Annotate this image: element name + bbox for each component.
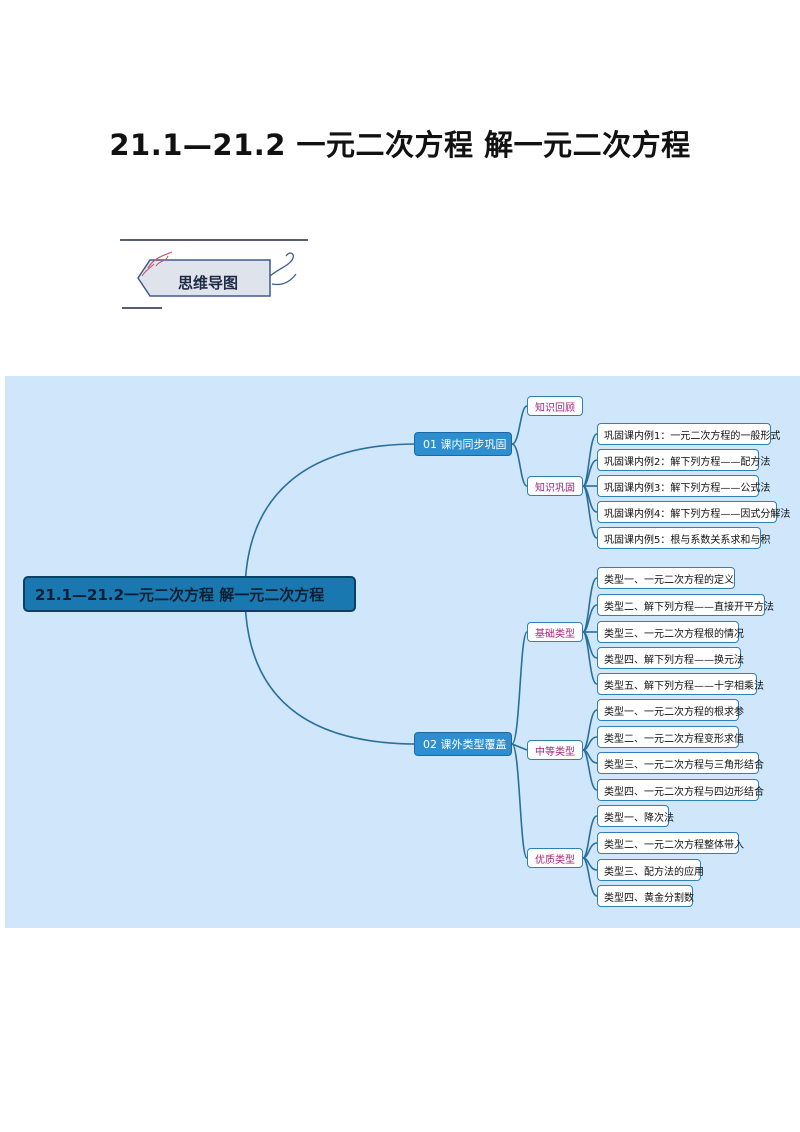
category-medium-types: 中等类型 — [527, 740, 583, 760]
consolidation-item: 巩固课内例2：解下列方程——配方法 — [597, 449, 770, 471]
consolidation-item: 巩固课内例4：解下列方程——因式分解法 — [597, 501, 790, 523]
category-knowledge-consolidation: 知识巩固 — [527, 476, 583, 496]
medium-type-item: 类型二、一元二次方程变形求值 — [597, 726, 744, 748]
consolidation-item: 巩固课内例5：根与系数关系求和与积 — [597, 527, 770, 549]
category-basic-types: 基础类型 — [527, 622, 583, 642]
advanced-type-item: 类型四、黄金分割数 — [597, 885, 694, 907]
page-title: 21.1—21.2 一元二次方程 解一元二次方程 — [109, 128, 691, 162]
medium-type-item: 类型四、一元二次方程与四边形结合 — [597, 779, 764, 801]
category-advanced-types: 优质类型 — [527, 848, 583, 868]
branch-extracurricular-types: 02 课外类型覆盖 — [414, 732, 512, 756]
mind-map-banner — [120, 239, 308, 309]
medium-type-item: 类型一、一元二次方程的根求参 — [597, 699, 744, 721]
basic-type-item: 类型五、解下列方程——十字相乘法 — [597, 673, 764, 695]
basic-type-item: 类型四、解下列方程——换元法 — [597, 647, 744, 669]
advanced-type-item: 类型三、配方法的应用 — [597, 859, 704, 881]
mind-map-badge-label: 思维导图 — [178, 274, 239, 292]
basic-type-item: 类型一、一元二次方程的定义 — [597, 567, 735, 589]
basic-type-item: 类型二、解下列方程——直接开平方法 — [597, 594, 774, 616]
advanced-type-item: 类型一、降次法 — [597, 805, 674, 827]
advanced-type-item: 类型二、一元二次方程整体带入 — [597, 832, 744, 854]
consolidation-item: 巩固课内例1：一元二次方程的一般形式 — [597, 423, 780, 445]
basic-type-item: 类型三、一元二次方程根的情况 — [597, 621, 744, 643]
medium-type-item: 类型三、一元二次方程与三角形结合 — [597, 752, 764, 774]
consolidation-item: 巩固课内例3：解下列方程——公式法 — [597, 475, 770, 497]
category-knowledge-review: 知识回顾 — [527, 396, 583, 416]
branch-in-class-consolidation: 01 课内同步巩固 — [414, 432, 512, 456]
mind-map-root: 21.1—21.2一元二次方程 解一元二次方程 — [23, 576, 356, 612]
mind-map-connectors — [244, 405, 598, 897]
